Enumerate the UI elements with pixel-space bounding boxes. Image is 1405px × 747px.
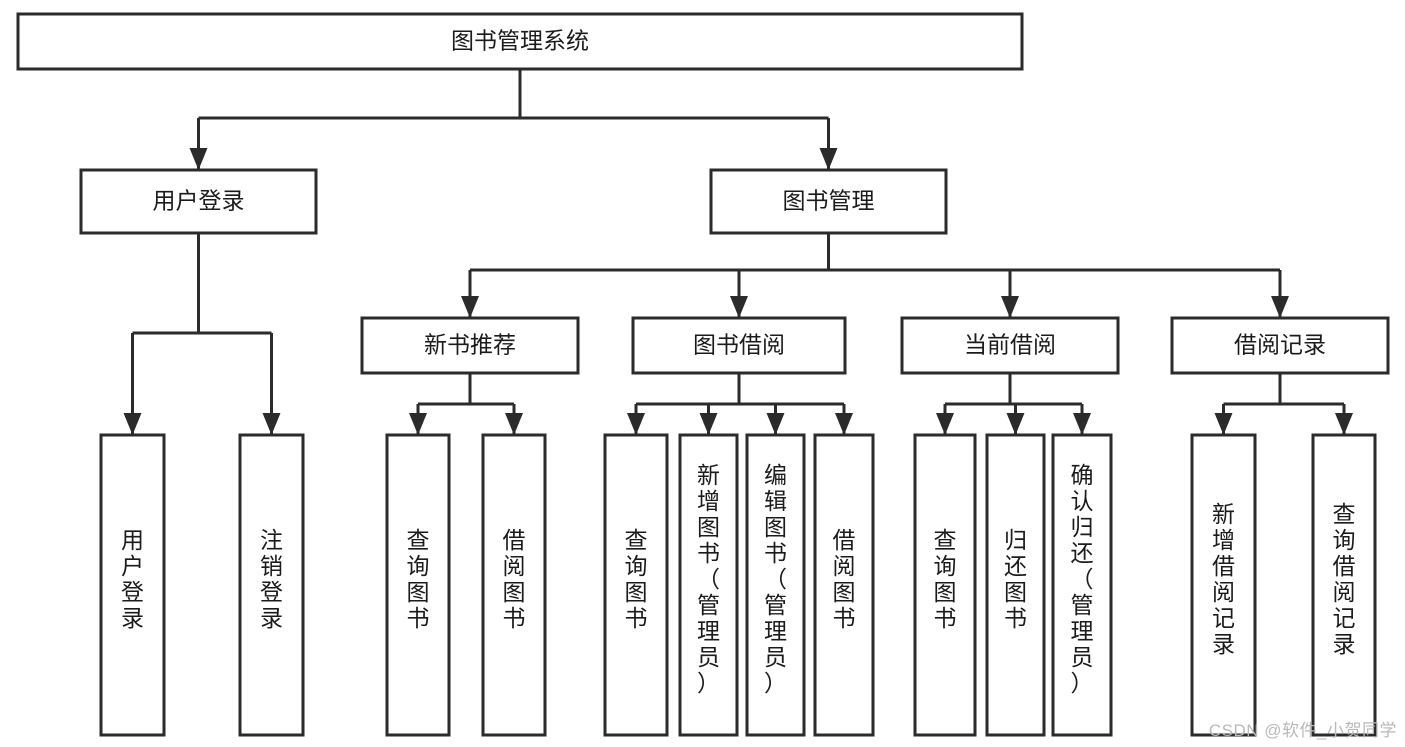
nodes-layer: 图书管理系统用户登录图书管理新书推荐图书借阅当前借阅借阅记录用户登录注销登录查询… (16, 12, 1390, 737)
node-label-leaf-return-book: 归还图书 (1004, 527, 1027, 631)
node-label-leaf-confirm-return-admin: 确认归还（管理员） (1071, 462, 1094, 696)
node-leaf-return-book[interactable]: 归还图书 (985, 433, 1046, 737)
node-label-leaf-query-book-current: 查询图书 (934, 527, 957, 631)
node-label-leaf-query-book-borrow: 查询图书 (625, 527, 648, 631)
node-box-leaf-query-borrow-record (1311, 433, 1377, 737)
arrow-head-icon-book-management (819, 148, 838, 170)
node-box-leaf-return-book (985, 433, 1046, 737)
node-label-leaf-borrow-book-rec: 借阅图书 (503, 527, 526, 631)
node-leaf-logout-login[interactable]: 注销登录 (238, 433, 305, 737)
node-user-login[interactable]: 用户登录 (79, 168, 318, 235)
node-box-leaf-add-book-admin (678, 433, 739, 737)
node-box-leaf-edit-book-admin (745, 433, 806, 737)
arrow-head-icon-book-borrow (730, 296, 748, 318)
node-box-leaf-query-book-borrow (603, 433, 669, 737)
node-box-root (16, 12, 1024, 71)
node-leaf-user-login[interactable]: 用户登录 (99, 433, 166, 737)
node-label-leaf-add-borrow-record: 新增借阅记录 (1212, 501, 1235, 657)
arrow-head-icon-leaf-query-book-current (936, 413, 954, 435)
arrow-head-icon-leaf-add-borrow-record (1214, 413, 1233, 435)
node-box-leaf-add-borrow-record (1190, 433, 1257, 737)
arrow-head-icon-leaf-query-book-rec (409, 413, 427, 435)
node-label-leaf-logout-login: 注销登录 (260, 527, 283, 631)
node-leaf-query-book-borrow[interactable]: 查询图书 (603, 433, 669, 737)
node-box-borrow-record (1170, 316, 1390, 375)
arrow-head-icon-current-borrow (1001, 296, 1019, 318)
node-current-borrow[interactable]: 当前借阅 (900, 316, 1120, 375)
node-label-leaf-query-borrow-record: 查询借阅记录 (1333, 501, 1356, 657)
node-leaf-add-book-admin[interactable]: 新增图书（管理员） (678, 433, 739, 737)
node-leaf-query-book-rec[interactable]: 查询图书 (385, 433, 451, 737)
node-leaf-edit-book-admin[interactable]: 编辑图书（管理员） (745, 433, 806, 737)
arrow-head-icon-leaf-query-book-borrow (627, 413, 645, 435)
arrow-head-icon-user-login (189, 148, 208, 170)
node-box-leaf-borrow-book (813, 433, 875, 737)
node-book-management[interactable]: 图书管理 (709, 168, 948, 235)
node-box-user-login (79, 168, 318, 235)
node-leaf-add-borrow-record[interactable]: 新增借阅记录 (1190, 433, 1257, 737)
node-label-leaf-user-login: 用户登录 (121, 527, 144, 631)
node-box-book-management (709, 168, 948, 235)
node-label-book-borrow: 图书借阅 (693, 332, 785, 358)
node-box-leaf-logout-login (238, 433, 305, 737)
node-box-new-book-recommend (360, 316, 580, 375)
node-box-leaf-query-book-current (913, 433, 977, 737)
arrow-head-icon-leaf-query-borrow-record (1335, 413, 1353, 435)
node-label-book-management: 图书管理 (783, 188, 875, 214)
node-leaf-borrow-book[interactable]: 借阅图书 (813, 433, 875, 737)
arrow-head-icon-leaf-borrow-book-rec (505, 413, 523, 435)
node-root[interactable]: 图书管理系统 (16, 12, 1024, 71)
node-box-leaf-user-login (99, 433, 166, 737)
arrow-head-icon-leaf-logout-login (262, 413, 281, 435)
node-box-leaf-borrow-book-rec (481, 433, 547, 737)
node-new-book-recommend[interactable]: 新书推荐 (360, 316, 580, 375)
arrow-head-icon-borrow-record (1271, 296, 1289, 318)
node-label-borrow-record: 借阅记录 (1234, 332, 1326, 358)
node-label-new-book-recommend: 新书推荐 (424, 332, 516, 358)
arrow-head-icon-leaf-confirm-return-admin (1073, 413, 1091, 435)
node-leaf-confirm-return-admin[interactable]: 确认归还（管理员） (1051, 433, 1113, 737)
node-box-leaf-confirm-return-admin (1051, 433, 1113, 737)
node-label-leaf-query-book-rec: 查询图书 (407, 527, 430, 631)
arrow-head-icon-leaf-return-book (1006, 413, 1025, 435)
node-leaf-query-book-current[interactable]: 查询图书 (913, 433, 977, 737)
node-leaf-query-borrow-record[interactable]: 查询借阅记录 (1311, 433, 1377, 737)
node-label-leaf-borrow-book: 借阅图书 (833, 527, 856, 631)
node-label-current-borrow: 当前借阅 (964, 332, 1056, 358)
node-label-leaf-edit-book-admin: 编辑图书（管理员） (764, 462, 787, 696)
node-borrow-record[interactable]: 借阅记录 (1170, 316, 1390, 375)
arrow-head-icon-leaf-user-login (123, 413, 142, 435)
node-box-leaf-query-book-rec (385, 433, 451, 737)
node-box-book-borrow (631, 316, 847, 375)
node-box-current-borrow (900, 316, 1120, 375)
arrow-head-icon-leaf-borrow-book (835, 413, 853, 435)
arrow-head-icon-new-book-recommend (461, 296, 479, 318)
arrow-head-icon-leaf-edit-book-admin (766, 413, 785, 435)
node-book-borrow[interactable]: 图书借阅 (631, 316, 847, 375)
node-label-user-login: 用户登录 (153, 188, 245, 214)
arrow-head-icon-leaf-add-book-admin (699, 413, 718, 435)
node-leaf-borrow-book-rec[interactable]: 借阅图书 (481, 433, 547, 737)
node-label-leaf-add-book-admin: 新增图书（管理员） (697, 462, 720, 696)
connectors-layer (123, 69, 1353, 435)
node-label-root: 图书管理系统 (451, 28, 589, 54)
